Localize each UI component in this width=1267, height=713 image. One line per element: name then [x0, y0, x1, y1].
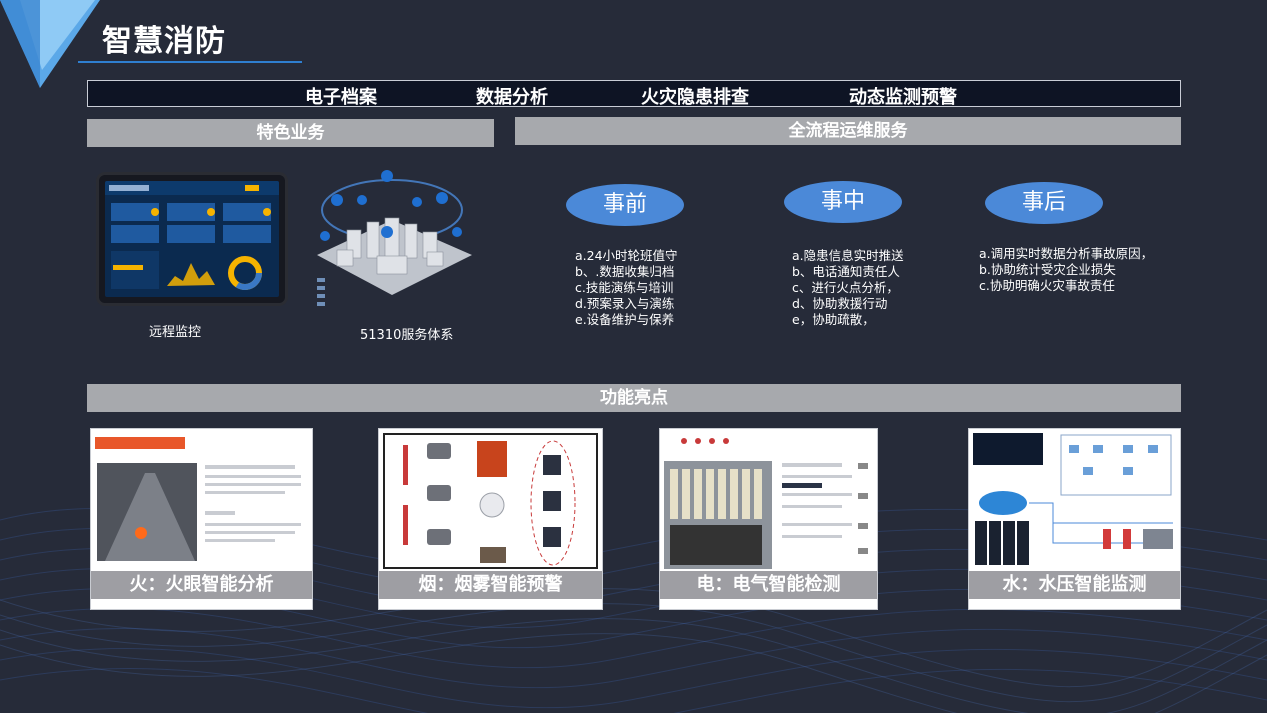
phase-during-list: a.隐患信息实时推送 b、电话通知责任人 c、进行火点分析， d、协助救援行动 … — [792, 248, 904, 328]
phase-before-oval: 事前 — [566, 184, 684, 226]
page-title: 智慧消防 — [102, 24, 226, 59]
section-header-full-process: 全流程运维服务 — [515, 117, 1181, 145]
feature-card-label: 电：电气智能检测 — [660, 571, 877, 599]
electrical-panel-image — [664, 438, 868, 569]
tab-electronic-archive[interactable]: 电子档案 — [305, 87, 377, 108]
tab-data-analysis[interactable]: 数据分析 — [476, 87, 548, 108]
list-item: b.协助统计受灾企业损失 — [979, 262, 1116, 277]
feature-card-smoke[interactable]: 烟：烟雾智能预警 — [378, 428, 603, 610]
list-item: a.24小时轮班值守 — [575, 248, 678, 263]
phase-during-oval: 事中 — [784, 181, 902, 223]
list-item: d.预案录入与演练 — [575, 296, 675, 311]
feature-card-fire[interactable]: 火：火眼智能分析 — [90, 428, 313, 610]
list-item: a.调用实时数据分析事故原因， — [979, 246, 1154, 261]
title-underline — [78, 61, 302, 63]
section-header-featured: 特色业务 — [87, 119, 494, 147]
list-item: a.隐患信息实时推送 — [792, 248, 904, 263]
corner-triangle-logo — [0, 0, 100, 88]
list-item: e.设备维护与保养 — [575, 312, 675, 327]
smoke-detector-image — [403, 440, 576, 566]
feature-card-label: 烟：烟雾智能预警 — [379, 571, 602, 599]
list-item: c、进行火点分析， — [792, 280, 899, 295]
list-item: d、协助救援行动 — [792, 296, 888, 311]
monitor-dashboard-image — [99, 175, 285, 303]
fire-camera-image — [95, 437, 301, 561]
water-pressure-network-image — [973, 433, 1173, 565]
isometric-city-image — [317, 170, 472, 306]
caption-remote-monitoring: 远程监控 — [149, 325, 202, 340]
feature-card-label: 水：水压智能监测 — [969, 571, 1180, 599]
phase-after-list: a.调用实时数据分析事故原因， b.协助统计受灾企业损失 c.协助明确火灾事故责… — [979, 246, 1153, 294]
caption-51310-service: 51310服务体系 — [360, 328, 454, 343]
section-header-highlights: 功能亮点 — [87, 384, 1181, 412]
tab-dynamic-monitoring[interactable]: 动态监测预警 — [849, 87, 957, 108]
list-item: c.协助明确火灾事故责任 — [979, 278, 1115, 293]
list-item: b、电话通知责任人 — [792, 264, 900, 279]
list-item: e，协助疏散， — [792, 312, 875, 327]
phase-after-oval: 事后 — [985, 182, 1103, 224]
top-tab-bar: 电子档案 数据分析 火灾隐患排查 动态监测预警 — [87, 80, 1181, 108]
feature-card-label: 火：火眼智能分析 — [91, 571, 312, 599]
tab-fire-hazard-check[interactable]: 火灾隐患排查 — [641, 87, 749, 108]
phase-before-list: a.24小时轮班值守 b、.数据收集归档 c.技能演练与培训 d.预案录入与演练… — [575, 248, 678, 328]
dashboard-screen-icon — [105, 181, 279, 290]
list-item: c.技能演练与培训 — [575, 280, 674, 295]
feature-card-water[interactable]: 水：水压智能监测 — [968, 428, 1181, 610]
list-item: b、.数据收集归档 — [575, 264, 675, 279]
feature-card-electric[interactable]: 电：电气智能检测 — [659, 428, 878, 610]
